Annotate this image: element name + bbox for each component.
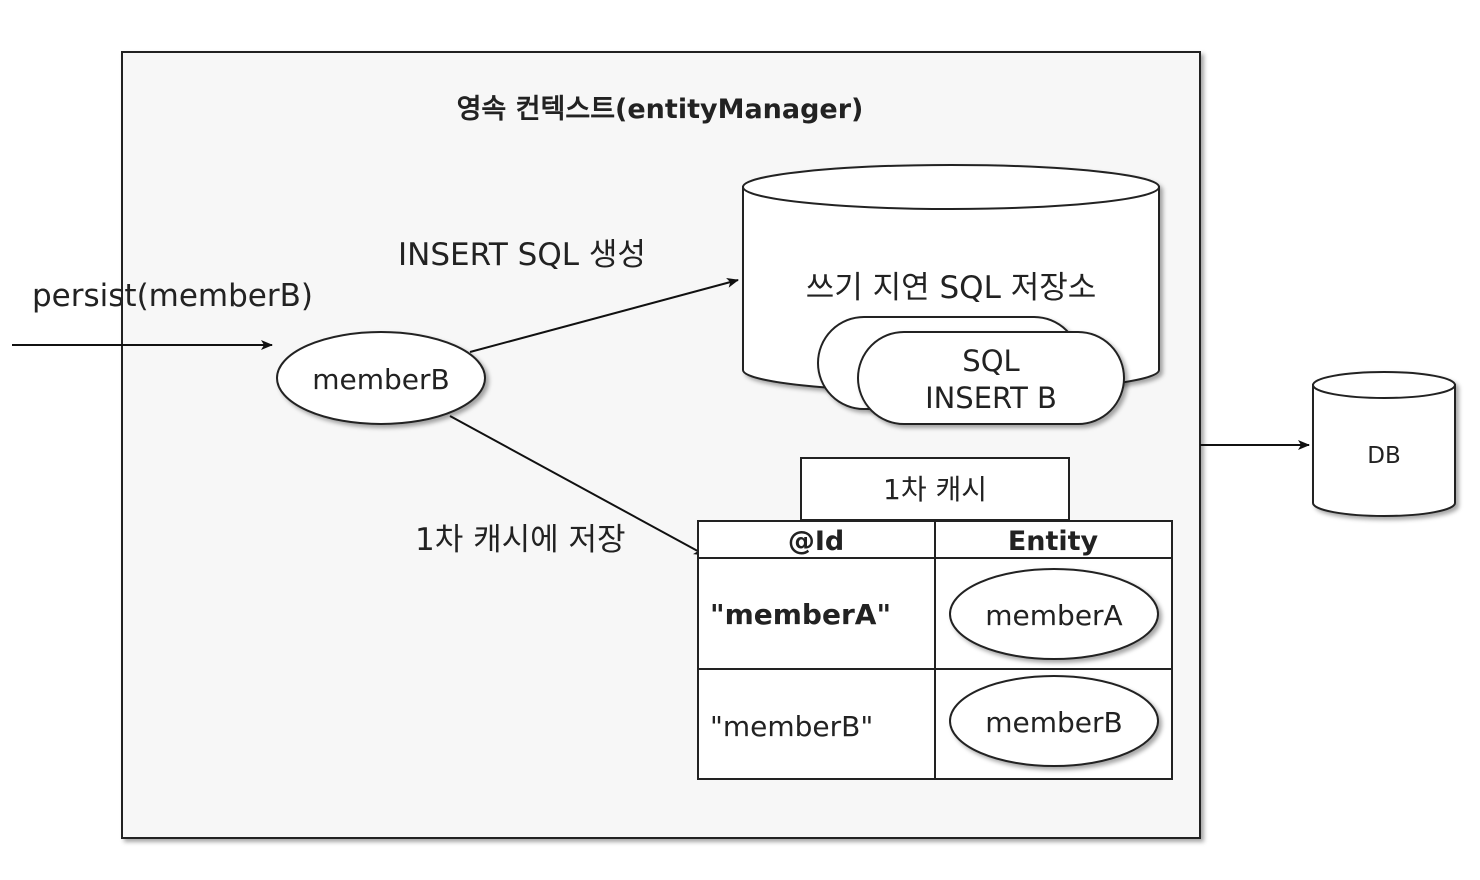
cache-column-header-entity: Entity [1008,526,1099,557]
cache-entity-label-memberb: memberB [985,706,1123,739]
cache-entity-ellipse-membera [949,568,1159,660]
entity-ellipse [276,331,486,425]
persist-call-label: persist(memberB) [32,278,313,314]
cache-title: 1차 캐시 [883,473,987,506]
sql-query-line2: INSERT B [925,381,1057,415]
entity-label: memberB [312,363,450,396]
cache-row-id-membera: "memberA" [710,598,891,631]
context-title: 영속 컨텍스트(entityManager) [457,94,864,125]
cache-entity-label-membera: memberA [985,599,1122,632]
cache-column-header-id: @Id [788,526,844,557]
sql-query-line1: SQL [962,344,1019,378]
cache-store-label: 1차 캐시에 저장 [415,522,626,558]
cache-entity-ellipse-memberb [949,675,1159,767]
sql-query-pill [857,331,1125,425]
insert-sql-arrow [469,278,739,353]
db-cylinder [1312,371,1456,517]
insert-sql-label: INSERT SQL 생성 [398,237,646,273]
sql-store-label: 쓰기 지연 SQL 저장소 [806,270,1097,306]
cache-row-id-memberb: "memberB" [710,710,873,743]
db-label: DB [1367,443,1401,469]
cache-store-arrow [449,415,706,556]
